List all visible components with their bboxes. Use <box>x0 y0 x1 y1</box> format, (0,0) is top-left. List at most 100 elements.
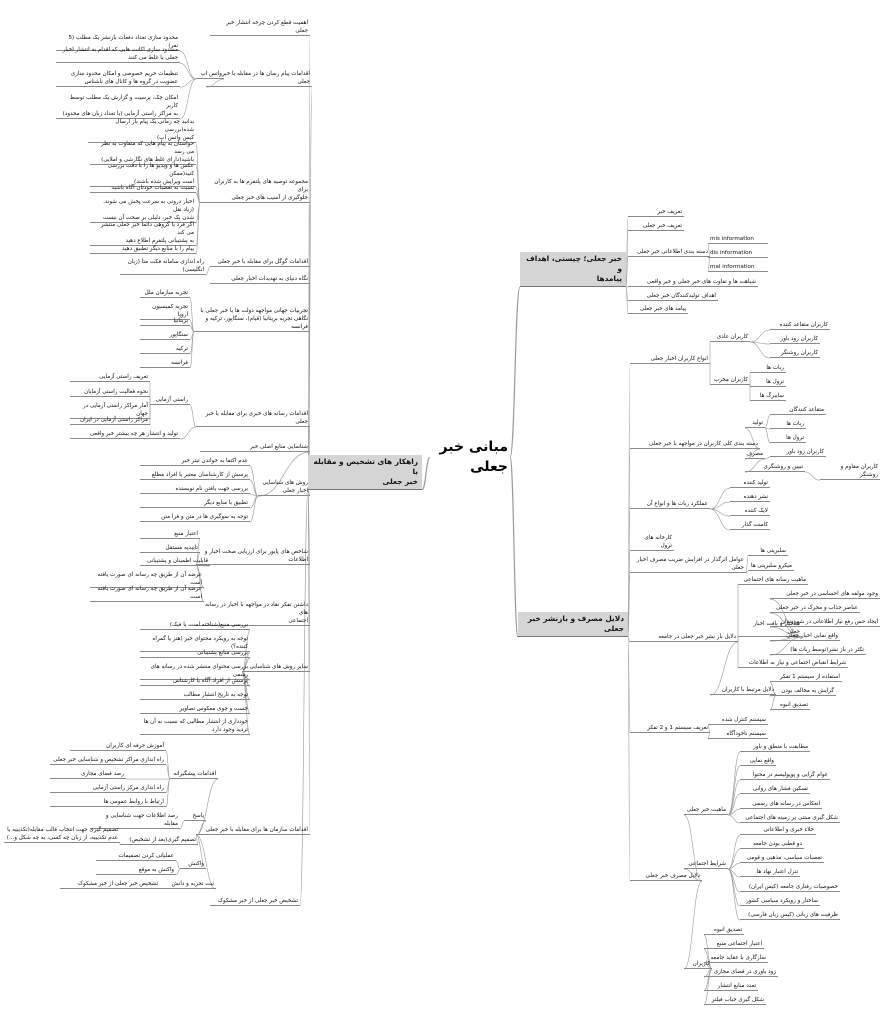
mind-map-node[interactable]: عوامل اثرگذار در افزایش ضریب مصرف اخبار … <box>630 556 746 574</box>
mind-map-node[interactable]: توجه به سوگیری ها در متن و فرا متن <box>140 513 250 523</box>
branch-intro[interactable]: خبر جعلی؛ چیستی، اهداف و پیامدها <box>520 252 626 287</box>
mind-map-node[interactable]: راه اندازی سامانه فکت متا (زبان انگلیسی) <box>120 258 206 276</box>
mind-map-node[interactable]: ظرفیت های زبانی (کیس زبان فارسی) <box>740 911 840 921</box>
mind-map-node[interactable]: سازگاری با عقاید جامعه <box>704 954 768 964</box>
mind-map-node[interactable]: تولید و انتشار هر چه بیشتر خبر واقعی <box>70 430 180 440</box>
mind-map-node[interactable]: ترول ها <box>750 378 786 388</box>
mind-map-node[interactable]: تسکین فشار های روانی <box>740 785 810 795</box>
mind-map-node[interactable]: ترول ها <box>770 434 806 444</box>
mind-map-node[interactable]: کاربران زود باور <box>770 335 820 345</box>
mind-map-node[interactable]: ماهیت خبر جعلی <box>684 806 728 816</box>
mind-map-node[interactable]: اقدامات سازمان ها برای مقابله با خبر جعل… <box>196 826 310 836</box>
mind-map-node[interactable]: کاربران متقاعد کننده <box>770 321 830 331</box>
mind-map-node[interactable]: تجربه کمیسیون اروپا <box>140 303 190 321</box>
mind-map-node[interactable]: نسبت به تعصبات خودتان آگاه باشید <box>90 184 196 194</box>
mind-map-node[interactable]: پرسش از کارشناسان معتبر یا افراد مطلع <box>140 471 250 481</box>
mind-map-node[interactable]: تعریف خبر جعلی <box>628 222 684 232</box>
mind-map-node[interactable]: حواستان به پیام هایی که متفاوت به نظر می… <box>90 140 196 166</box>
mind-map-node[interactable]: کاربران زود باور <box>770 448 826 458</box>
mind-map-node[interactable]: فرانسه <box>140 359 190 369</box>
mind-map-node[interactable]: عرضه آن از طریق چه رسانه ای صورت یافته ا… <box>90 571 204 589</box>
mind-map-node[interactable]: تبیین و روشنگری <box>745 463 805 473</box>
mind-map-node[interactable]: تکثر در باز نشر(توسط ربات ها) <box>770 646 866 656</box>
mind-map-node[interactable]: تصمیم گیری جهت انتخاب قالب مقابله(تکذیبی… <box>4 826 120 844</box>
mind-map-node[interactable]: اقدامات پیشگیرانه <box>170 770 218 780</box>
mind-map-node[interactable]: تصمیم گیری(بعد از تشخیص) <box>120 836 198 846</box>
mind-map-node[interactable]: واتس اپ <box>196 70 224 80</box>
mind-map-node[interactable]: اخبار درونی به سرعت پخش می شوند. (زیاد ن… <box>90 198 196 224</box>
mind-map-node[interactable]: تشخیص خبر جعلی از خبر مشکوک <box>210 897 300 907</box>
mind-map-node[interactable]: تجربه سازمان ملل <box>140 289 190 299</box>
mind-map-node[interactable]: ماهیت رسانه های اجتماعی <box>738 576 808 586</box>
mind-map-node[interactable]: ساختار و بافت اخبار جعلی <box>738 620 802 638</box>
mind-map-node[interactable]: دلایل باز نشر خبر جعلی در جامعه <box>630 633 738 643</box>
mind-map-node[interactable]: داشتن تفکر نقاد در مواجهه با اخبار در رس… <box>196 601 310 627</box>
mind-map-node[interactable]: تنظیمات حریم خصوصی و امکان محدود سازی عض… <box>56 70 180 88</box>
mind-map-node[interactable]: بررسی منبع(شناخته است یا فیک) <box>140 621 250 631</box>
mind-map-node[interactable]: عکس ها و ویدیو ها را با دقت بررسی کنید(م… <box>90 162 196 188</box>
mind-map-node[interactable]: ربات ها <box>770 420 806 430</box>
mind-map-node[interactable]: پرسش از افراد آگاه یا کارشناس <box>140 677 250 687</box>
mind-map-node[interactable]: سلبریتی ها <box>748 547 788 557</box>
mind-map-node[interactable]: کارخانه های ترول <box>630 534 674 552</box>
mind-map-node[interactable]: خلاء خبری و اطلاعاتی <box>740 826 816 836</box>
mind-map-node[interactable]: تعریف سیستم 1 و 2 تفکر <box>630 724 710 734</box>
mind-map-node[interactable]: بریتانیا <box>140 317 190 327</box>
mind-map-node[interactable]: محدود سازی تعداد دفعات بازنشر یک مطلب (5… <box>56 34 180 52</box>
mind-map-node[interactable]: خصوصیات رفتاری جامعه (کیس ایران) <box>740 883 840 893</box>
mind-map-node[interactable]: mal information <box>708 263 768 273</box>
mind-map-node[interactable]: اقدامات پیام رسان ها در مقابله با خبر جع… <box>206 70 312 88</box>
mind-map-node[interactable]: کاربران روشنگر <box>770 349 820 359</box>
mind-map-node[interactable]: شرایط اجتماعی <box>684 860 728 870</box>
mind-map-node[interactable]: عرضه آن از طریق چه رسانه ای صورت یافته ا… <box>90 585 204 603</box>
mind-map-node[interactable]: توجه به رویکرد محتوای خبر (هتز یا گمراه … <box>140 635 250 653</box>
mind-map-node[interactable]: اگر فرد یا گروهی دائما خبر جعلی منتشر می… <box>90 221 196 247</box>
mind-map-node[interactable]: شکل گیری مبتنی بر زمینه های اجتماعی <box>740 814 840 824</box>
mind-map-node[interactable]: زود باوری در فضای مجازی <box>704 968 778 978</box>
mind-map-node[interactable]: dis information <box>708 249 768 259</box>
mind-map-node[interactable]: واقع نمایی اخبار جعلی <box>770 632 840 642</box>
mind-map-node[interactable]: شکل گیری حباب فیلتر <box>704 996 766 1006</box>
mind-map-node[interactable]: سیستم ناخودآگاه <box>708 730 768 740</box>
mind-map-node[interactable]: عوام گرایی و پوپولیسم در محتوا <box>740 771 830 781</box>
mind-map-node[interactable]: تولید کننده <box>730 479 770 489</box>
mind-map-node[interactable]: اهمیت قطع کردن چرخه انتشار خبر جعلی <box>210 19 310 37</box>
mind-map-node[interactable]: پاسخ <box>184 812 206 822</box>
mind-map-node[interactable]: تشخیص خبر جعلی از خبر مشکوک <box>60 880 160 890</box>
mind-map-node[interactable]: تطبیق با منابع دیگر <box>140 499 250 509</box>
mind-map-node[interactable]: مسدود سازی اکانت هایی که اقدام به انتشار… <box>56 46 180 64</box>
mind-map-node[interactable]: اعتبار منبع <box>140 530 200 540</box>
mind-map-node[interactable]: توجه به تاریخ انتشار مطالب <box>140 691 250 701</box>
mind-map-node[interactable]: کامنت گذار <box>730 521 770 531</box>
mind-map-node[interactable]: شناسایی منابع اصلی خبر <box>200 443 310 453</box>
mind-map-node[interactable]: عملیاتی کردن تصمیمات <box>96 852 176 862</box>
mind-map-node[interactable]: قابلیت اطمینان و پشتیبانی <box>140 557 210 567</box>
mind-map-node[interactable]: سیستم کنترل شده <box>708 716 768 726</box>
mind-map-node[interactable]: رصد اطلاعات جهت شناسایی و مقابله <box>90 812 180 830</box>
mind-map-node[interactable]: راه اندازی مرکز راستی آزمایی <box>50 784 166 794</box>
mind-map-node[interactable]: تولید <box>745 419 765 429</box>
mind-map-node[interactable]: کاربران مخرب <box>710 376 750 386</box>
mind-map-node[interactable]: پیام را با منابع دیگر تطبیق دهید <box>90 245 196 255</box>
mind-map-node[interactable]: دسته بندی کلی کاربران در مواجهه با خبر ج… <box>630 440 760 450</box>
mind-map-node[interactable]: ثبت تجربه و دانش <box>160 880 216 890</box>
mind-map-node[interactable]: ارتباط با روابط عمومی ها <box>50 798 166 808</box>
mind-map-node[interactable]: اقدامات رسانه های خبری برای مقابله با خب… <box>196 410 310 428</box>
mind-map-node[interactable]: دو قطبی بودن جامعه <box>740 840 804 850</box>
mind-map-node[interactable]: عناصر جذاب و محرک در خبر جعلی <box>770 604 860 614</box>
branch-consumption[interactable]: دلایل مصرف و بازنشر خبر جعلی <box>518 612 628 637</box>
mind-map-node[interactable]: نشر دهنده <box>730 493 770 503</box>
mind-map-node[interactable]: عدم اکتفا به خواندن تیتر خبر <box>140 457 250 467</box>
mind-map-node[interactable]: نحوه فعالیت راستی آزمایان <box>70 388 150 398</box>
branch-detection[interactable]: راهکار های تشخیص و مقابله با خبر جعلی <box>308 455 422 490</box>
mind-map-node[interactable]: سنگاپور <box>140 331 190 341</box>
mind-map-node[interactable]: مصرف <box>745 450 765 460</box>
mind-map-node[interactable]: ربات ها <box>750 364 786 374</box>
mind-map-node[interactable]: رصد فضای مجازی <box>50 770 126 780</box>
mind-map-node[interactable]: کاربران مقاوم و روشنگر <box>820 463 880 481</box>
mind-map-node[interactable]: لایک کننده <box>730 507 770 517</box>
mind-map-node[interactable]: بررسی محتوای منتشر شده در رسانه های رسمی <box>140 663 250 681</box>
mind-map-node[interactable]: مجموعه توصیه های پلتفرم ها به کاربران بر… <box>200 178 310 204</box>
mind-map-node[interactable]: گرایش به مخالف بودن <box>770 687 836 697</box>
mind-map-node[interactable]: راستی آزمایی <box>150 396 190 406</box>
